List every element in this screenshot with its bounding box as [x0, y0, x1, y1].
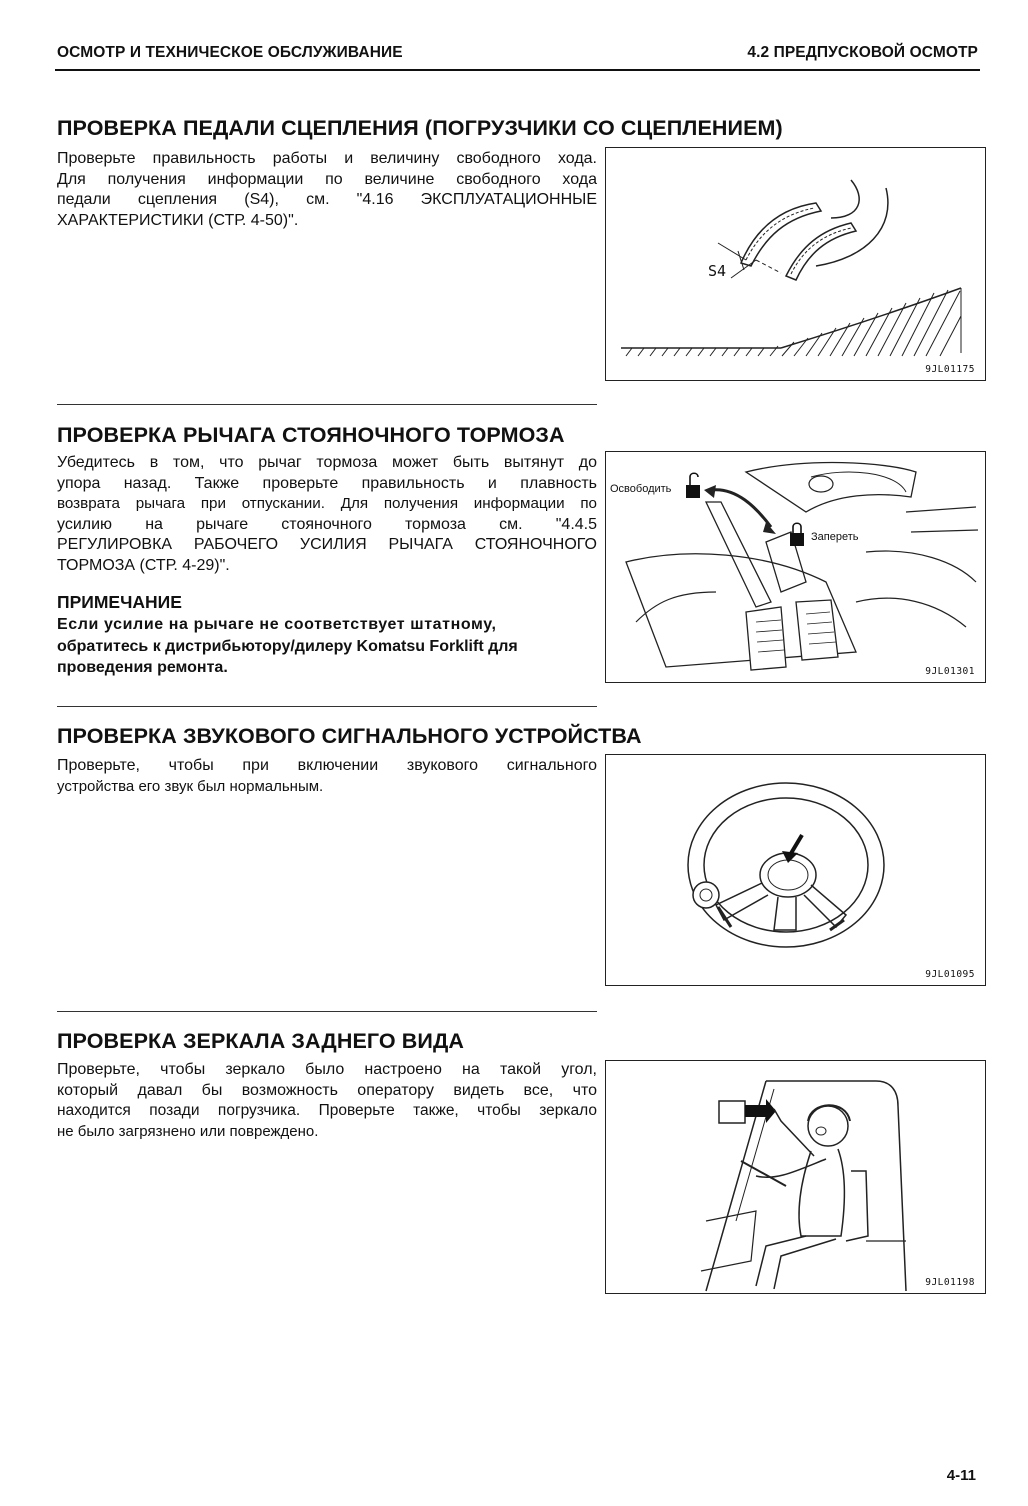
section-title-horn: ПРОВЕРКА ЗВУКОВОГО СИГНАЛЬНОГО УСТРОЙСТВ…: [57, 724, 642, 748]
section-separator: [57, 706, 597, 707]
section-text-parking-brake: Убедитесь в том, что рычаг тормоза может…: [57, 453, 597, 576]
s4-label: S4: [708, 262, 727, 280]
running-header-right: 4.2 ПРЕДПУСКОВОЙ ОСМОТР: [747, 44, 978, 61]
note-text: Если усилие на рычаге не соответствует ш…: [57, 614, 597, 679]
text-line: РЕГУЛИРОВКА РАБОЧЕГО УСИЛИЯ РЫЧАГА СТОЯН…: [57, 536, 597, 553]
text-line: педали сцепления (S4), см. "4.16 ЭКСПЛУА…: [57, 191, 597, 208]
page-number: 4-11: [946, 1467, 976, 1484]
figure-horn: 9JL01095: [605, 754, 986, 986]
section-separator: [57, 404, 597, 405]
parking-brake-illustration: [625, 461, 979, 671]
header-rule: [55, 69, 980, 71]
text-line: Убедитесь в том, что рычаг тормоза может…: [57, 454, 597, 471]
section-text-clutch: Проверьте правильность работы и величину…: [57, 149, 597, 231]
section-title-clutch: ПРОВЕРКА ПЕДАЛИ СЦЕПЛЕНИЯ (ПОГРУЗЧИКИ СО…: [57, 116, 783, 140]
clutch-pedal-illustration: [621, 179, 962, 357]
text-line: который давал бы возможность оператору в…: [57, 1081, 597, 1099]
section-title-mirror: ПРОВЕРКА ЗЕРКАЛА ЗАДНЕГО ВИДА: [57, 1029, 465, 1053]
note-line: обратитесь к дистрибьютору/дилеру Komats…: [57, 637, 518, 655]
text-line: Проверьте, чтобы при включении звукового…: [57, 757, 597, 774]
figure-code: 9JL01198: [925, 1277, 975, 1288]
section-separator: [57, 1011, 597, 1012]
note-line: Если усилие на рычаге не соответствует ш…: [57, 616, 497, 633]
text-line: ТОРМОЗА (СТР. 4-29)".: [57, 556, 230, 574]
figure-parking-brake: Освободить Запереть 9JL01301: [605, 451, 986, 683]
section-text-horn: Проверьте, чтобы при включении звукового…: [57, 756, 597, 797]
rear-mirror-illustration: [700, 1080, 907, 1292]
text-line: Для получения информации по величине сво…: [57, 170, 597, 188]
note-heading: ПРИМЕЧАНИЕ: [57, 592, 182, 612]
figure-mirror: 9JL01198: [605, 1060, 986, 1294]
section-title-parking-brake: ПРОВЕРКА РЫЧАГА СТОЯНОЧНОГО ТОРМОЗА: [57, 423, 565, 447]
section-text-mirror: Проверьте, чтобы зеркало было настроено …: [57, 1060, 597, 1142]
steering-wheel-illustration: [687, 782, 885, 948]
running-header-left: ОСМОТР И ТЕХНИЧЕСКОЕ ОБСЛУЖИВАНИЕ: [57, 44, 403, 61]
text-line: устройства его звук был нормальным.: [57, 777, 324, 795]
text-line: ХАРАКТЕРИСТИКИ (СТР. 4-50)".: [57, 211, 299, 229]
text-line: Проверьте правильность работы и величину…: [57, 150, 597, 167]
figure-code: 9JL01175: [925, 364, 975, 375]
text-line: упора назад. Также проверьте правильност…: [57, 474, 597, 492]
lock-label: Запереть: [811, 531, 859, 543]
text-line: Проверьте, чтобы зеркало было настроено …: [57, 1061, 597, 1078]
text-line: усилию на рычаге стояночного тормоза см.…: [57, 515, 597, 533]
figure-code: 9JL01095: [925, 969, 975, 980]
text-line: возврата рычага при отпускании. Для полу…: [57, 495, 597, 512]
release-label: Освободить: [610, 483, 672, 495]
text-line: находится позади погрузчика. Проверьте т…: [57, 1102, 597, 1119]
figure-code: 9JL01301: [925, 666, 975, 677]
text-line: не было загрязнено или повреждено.: [57, 1122, 319, 1140]
note-line: проведения ремонта.: [57, 659, 228, 676]
figure-clutch-pedal: S4 9JL01175: [605, 147, 986, 381]
